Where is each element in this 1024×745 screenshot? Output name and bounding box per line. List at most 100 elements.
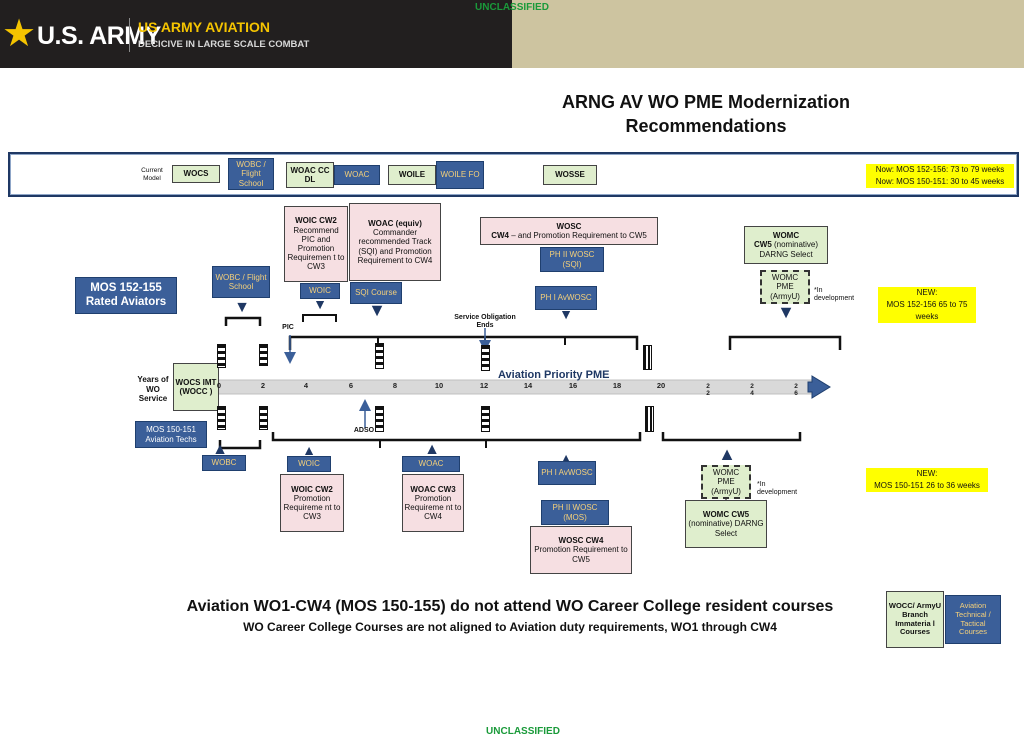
tick-4: 4 (303, 381, 309, 390)
lower-ph1-avwosc-box: PH I AvWOSC (538, 461, 596, 485)
years-of-service-label: Years of WO Service (137, 375, 169, 404)
model-woile-fo-box: WOILE FO (436, 161, 484, 189)
lower-wobc-box: WOBC (202, 455, 246, 471)
upper-woac-equiv-body: Commander recommended Track (SQI) and Pr… (357, 228, 433, 265)
slide-title: ARNG AV WO PME Modernization Recommendat… (520, 90, 892, 138)
brand-divider (129, 18, 130, 52)
tick-12: 12 (479, 381, 489, 390)
upper-womc-cw5: CW5 (753, 240, 772, 250)
army-star-icon: ★ (2, 11, 37, 55)
upper-ph1-text: PH I AvWOSC (540, 293, 592, 303)
model-wosse-box: WOSSE (543, 165, 597, 185)
upper-womc-pme-box: WOMC PME (ArmyU) (760, 270, 810, 304)
footer-subline: WO Career College Courses are not aligne… (243, 620, 777, 634)
lower-woac-cw3-box: WOAC CW3 Promotion Requireme nt to CW4 (402, 474, 464, 532)
upper-woac-equiv-box: WOAC (equiv) Commander recommended Track… (349, 203, 441, 281)
now-152-156-note: Now: MOS 152-156: 73 to 79 weeks (866, 164, 1014, 176)
upper-womc-box: WOMC CW5 (nominative) DARNG Select (744, 226, 828, 264)
lower-woic-box: WOIC (287, 456, 331, 472)
lower-ph2-wosc-box: PH II WOSC (MOS) (541, 500, 609, 525)
lower-marker-year2 (259, 406, 268, 430)
lower-marker-year20 (645, 406, 654, 432)
tick-0: 0 (216, 381, 222, 390)
upper-woic-text: WOIC (309, 286, 331, 296)
lower-wosc-cw4-title: WOSC CW4 (558, 536, 604, 546)
upper-marker-year2 (259, 344, 268, 366)
lower-woac-text: WOAC (418, 459, 444, 469)
arrow-down-icon: ▼ (559, 306, 573, 322)
upper-womc-title: WOMC (772, 231, 800, 241)
lower-new-note: NEW: MOS 150-151 26 to 36 weeks (866, 468, 988, 492)
arrow-up-icon: ▲ (424, 441, 440, 458)
footer-headline: Aviation WO1-CW4 (MOS 150-155) do not at… (186, 598, 834, 615)
upper-wosc-title: WOSC (556, 221, 582, 231)
tick-6: 6 (348, 381, 354, 390)
upper-marker-year8 (375, 343, 384, 369)
classification-top: UNCLASSIFIED (475, 2, 549, 13)
upper-wosc-cw4: CW4 (491, 231, 509, 240)
upper-woic-box: WOIC (300, 283, 340, 299)
upper-ph2-wosc-box: PH II WOSC (SQI) (540, 247, 604, 272)
current-model-label: Current Model (141, 167, 163, 182)
tick-8: 8 (392, 381, 398, 390)
model-woac-text: WOAC (344, 170, 370, 180)
arrow-down-icon: ▼ (368, 300, 386, 320)
lower-womc-cw5-body: (nominative) DARNG Select (688, 519, 764, 538)
arrow-up-icon: ▲ (212, 441, 228, 458)
lower-ph1-text: PH I AvWOSC (541, 468, 593, 478)
lower-woac-cw3-body: Promotion Requireme nt to CW4 (404, 493, 462, 522)
brand-title: US ARMY AVIATION (138, 19, 270, 35)
legend-wocc-armyu-box: WOCC/ ArmyU Branch Immateria l Courses (886, 591, 944, 648)
lower-woic-cw2-title: WOIC CW2 (291, 484, 333, 494)
lower-wosc-cw4-box: WOSC CW4 Promotion Requirement to CW5 (530, 526, 632, 574)
upper-ph1-avwosc-box: PH I AvWOSC (535, 286, 597, 310)
model-woac-ccdl-box: WOAC CC DL (286, 162, 334, 188)
upper-new-line1: NEW: (916, 288, 938, 297)
slide-title-line1: ARNG AV WO PME Modernization (562, 92, 850, 112)
upper-womc-body: (nominative) DARNG Select (759, 240, 819, 259)
lower-woac-cw3-title: WOAC CW3 (410, 484, 456, 494)
lower-woic-cw2-body: Promotion Requireme nt to CW3 (283, 493, 341, 522)
upper-new-line3: weeks (915, 312, 939, 321)
upper-sqi-text: SQI Course (355, 288, 397, 298)
upper-marker-year20 (643, 345, 652, 370)
lower-woac-box: WOAC (402, 456, 460, 472)
upper-marker-year12 (481, 345, 490, 371)
upper-wosc-body: – and Promotion Requirement to CW5 (508, 231, 647, 240)
arrow-down-icon: ▼ (234, 299, 250, 316)
tick-24: 2 4 (750, 383, 754, 398)
lower-woic-text: WOIC (298, 459, 320, 469)
pic-label: PIC (282, 324, 294, 331)
timeline-title: Aviation Priority PME (498, 369, 610, 381)
upper-woic-cw2-body: Recommend PIC and Promotion Requiremen t… (287, 225, 345, 272)
adso-label: ADSO (353, 427, 375, 434)
tick-18: 18 (612, 381, 622, 390)
service-obligation-label: Service Obligation Ends (454, 314, 516, 330)
lower-new-line1: NEW: (916, 469, 938, 478)
lower-marker-year8 (375, 406, 384, 432)
tick-14: 14 (523, 381, 533, 390)
legend-aviation-text: Aviation Technical / Tactical Courses (955, 601, 991, 637)
lower-womc-cw5-box: WOMC CW5 (nominative) DARNG Select (685, 500, 767, 548)
arrow-up-icon: ▲ (302, 442, 316, 458)
arrow-down-icon: ▼ (313, 296, 327, 312)
lower-woic-cw2-box: WOIC CW2 Promotion Requireme nt to CW3 (280, 474, 344, 532)
tick-16: 16 (568, 381, 578, 390)
upper-wosc-box: WOSC CW4 – and Promotion Requirement to … (480, 217, 658, 245)
slide-title-line2: Recommendations (625, 116, 787, 136)
lower-ph2-text: PH II WOSC (MOS) (552, 503, 598, 522)
lower-in-development: *In development (757, 481, 798, 497)
tick-20: 20 (656, 381, 666, 390)
lower-womc-pme-box: WOMC PME (ArmyU) (701, 465, 751, 499)
lower-marker-year0 (217, 406, 226, 430)
mos-150-151-box: MOS 150-151 Aviation Techs (135, 421, 207, 448)
arrow-down-icon: ▼ (777, 302, 795, 322)
classification-bottom: UNCLASSIFIED (486, 726, 560, 737)
upper-new-line2: MOS 152-156 65 to 75 (886, 300, 968, 309)
upper-sqi-course-box: SQI Course (350, 282, 402, 304)
lower-womc-cw5-title: WOMC CW5 (702, 510, 750, 520)
upper-new-note: NEW: MOS 152-156 65 to 75 weeks (878, 287, 976, 323)
current-model-bar (8, 152, 1019, 197)
model-woile-box: WOILE (388, 165, 436, 185)
